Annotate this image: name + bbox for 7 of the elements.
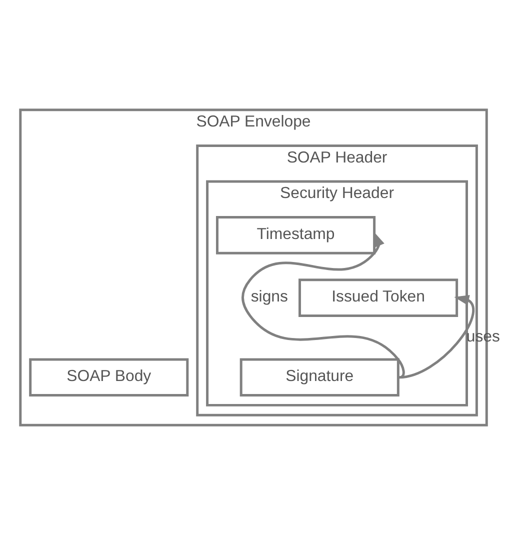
node-box: Issued Token bbox=[298, 278, 458, 316]
node-box: SOAP Body bbox=[29, 358, 189, 396]
node-box: Signature bbox=[240, 358, 400, 396]
node-box: Timestamp bbox=[216, 216, 376, 254]
arrow bbox=[242, 231, 405, 378]
edge-label: signs bbox=[250, 288, 288, 306]
arrow bbox=[399, 294, 475, 378]
